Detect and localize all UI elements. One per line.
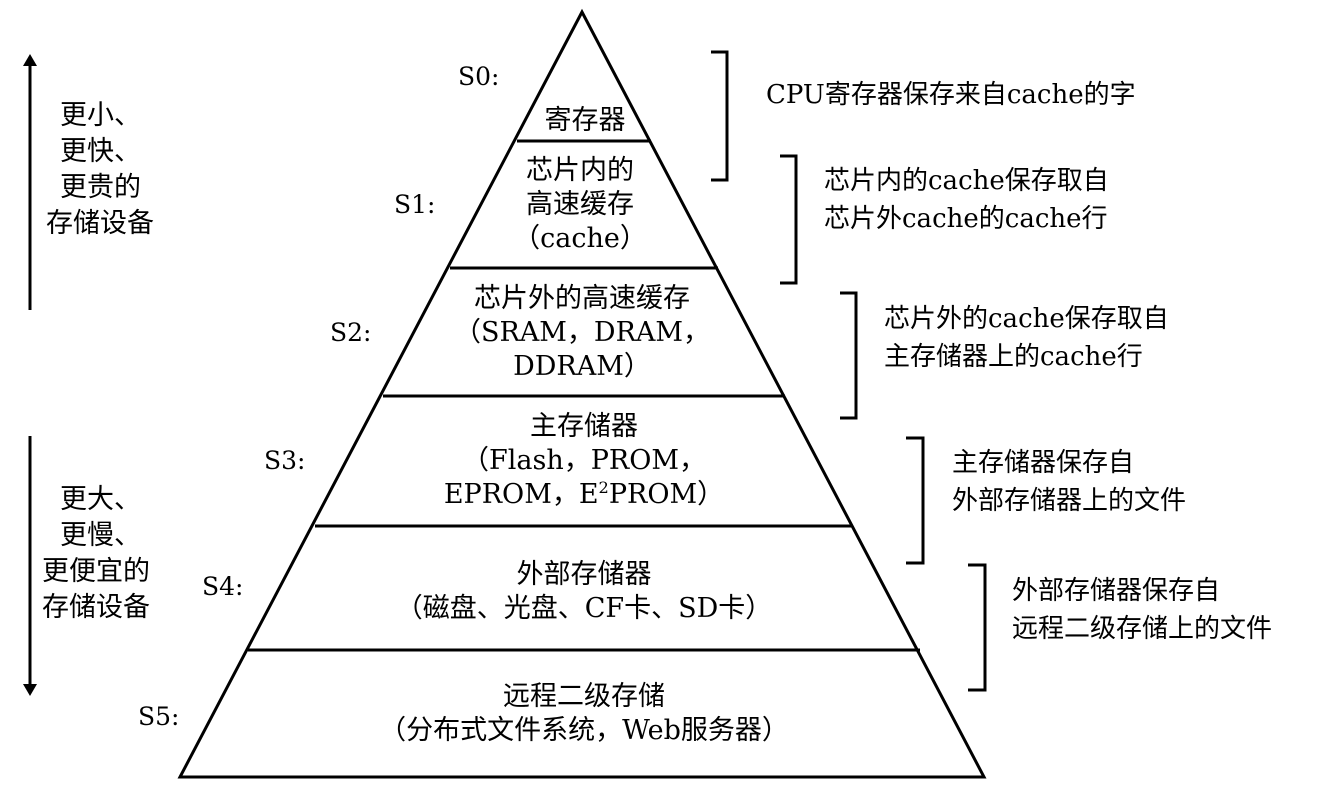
bracket-s2 — [840, 291, 858, 420]
level-s3-superscript: 2 — [598, 478, 609, 497]
desc-s4: 外部存储器保存自 远程二级存储上的文件 — [1012, 572, 1272, 648]
level-s2-line-2: （SRAM，DRAM， — [453, 317, 711, 348]
level-label-s1: S1: — [394, 190, 436, 219]
level-label-s5: S5: — [138, 702, 180, 731]
level-s3-line-3-a: EPROM，E — [443, 479, 599, 510]
side-bottom-line-2: 更慢、 — [60, 520, 141, 551]
side-bottom-line-1: 更大、 — [60, 484, 141, 515]
level-s1-line-1: 芯片内的 — [526, 155, 634, 186]
desc-s2-line-2: 主存储器上的cache行 — [884, 342, 1143, 372]
side-label-top: 更小、 更快、 更贵的 存储设备 — [46, 98, 154, 242]
side-top-line-4: 存储设备 — [46, 208, 154, 239]
level-s0-line-1: 寄存器 — [544, 105, 626, 136]
level-s1-line-3: （cache） — [513, 223, 647, 254]
desc-s2-line-1: 芯片外的cache保存取自 — [884, 304, 1169, 334]
desc-s0-line-1: CPU寄存器保存来自cache的字 — [766, 80, 1136, 110]
level-s0-text: 寄存器 — [545, 104, 626, 138]
level-s3-text: 主存储器 （Flash，PROM， EPROM，E2PROM） — [444, 410, 724, 512]
desc-s1-line-1: 芯片内的cache保存取自 — [824, 166, 1109, 196]
level-s3-line-3: EPROM，E2PROM） — [444, 478, 724, 512]
level-s4-line-1: 外部存储器 — [516, 559, 652, 590]
desc-s0: CPU寄存器保存来自cache的字 — [766, 76, 1136, 114]
level-s2-line-3: DDRAM） — [513, 351, 651, 382]
side-bottom-line-3: 更便宜的 — [42, 556, 150, 587]
desc-s3-line-2: 外部存储器上的文件 — [952, 486, 1187, 516]
bracket-s1 — [780, 154, 798, 285]
bracket-s4 — [968, 563, 987, 692]
level-s2-text: 芯片外的高速缓存 （SRAM，DRAM， DDRAM） — [454, 282, 710, 384]
level-label-s4: S4: — [202, 572, 244, 601]
side-top-line-2: 更快、 — [60, 136, 141, 167]
side-top-line-3: 更贵的 — [60, 172, 141, 203]
level-s3-line-1: 主存储器 — [529, 411, 638, 442]
side-bottom-line-4: 存储设备 — [42, 592, 150, 623]
level-s3-line-3-b: PROM） — [608, 479, 725, 510]
desc-s4-line-1: 外部存储器保存自 — [1012, 576, 1221, 606]
level-s5-text: 远程二级存储 （分布式文件系统，Web服务器） — [379, 680, 789, 748]
desc-s3: 主存储器保存自 外部存储器上的文件 — [952, 444, 1186, 520]
bracket-s3 — [906, 436, 925, 565]
desc-s1: 芯片内的cache保存取自 芯片外cache的cache行 — [824, 162, 1109, 238]
level-s4-text: 外部存储器 （磁盘、光盘、CF卡、SD卡） — [396, 558, 773, 626]
desc-s1-line-2: 芯片外cache的cache行 — [824, 204, 1108, 234]
level-s3-line-2: （Flash，PROM， — [461, 445, 706, 476]
desc-s3-line-1: 主存储器保存自 — [952, 448, 1135, 478]
level-label-s0: S0: — [458, 62, 500, 91]
level-s5-line-2: （分布式文件系统，Web服务器） — [379, 715, 789, 746]
level-s4-line-2: （磁盘、光盘、CF卡、SD卡） — [395, 593, 773, 624]
level-s2-line-1: 芯片外的高速缓存 — [474, 283, 690, 314]
level-s1-line-2: 高速缓存 — [526, 189, 634, 220]
level-s1-text: 芯片内的 高速缓存 （cache） — [513, 154, 647, 256]
level-label-s2: S2: — [330, 318, 372, 347]
desc-s2: 芯片外的cache保存取自 主存储器上的cache行 — [884, 300, 1169, 376]
side-label-bottom: 更大、 更慢、 更便宜的 存储设备 — [42, 482, 150, 626]
bracket-s0 — [711, 50, 729, 182]
desc-s4-line-2: 远程二级存储上的文件 — [1012, 614, 1273, 644]
side-top-line-1: 更小、 — [60, 100, 141, 131]
level-s5-line-1: 远程二级存储 — [503, 681, 665, 712]
level-label-s3: S3: — [264, 446, 306, 475]
